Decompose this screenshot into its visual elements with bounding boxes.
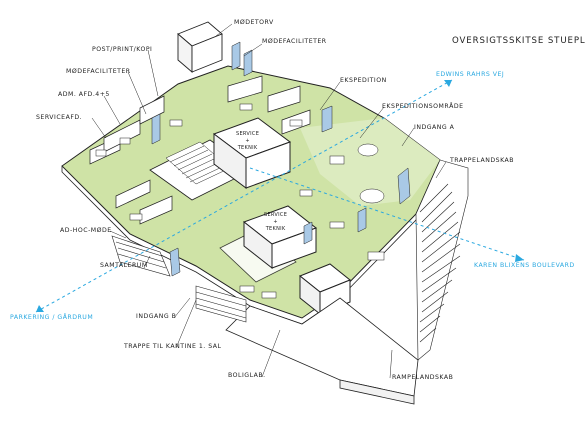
page-title: OVERSIGTSSKITSE STUEPLAN [452, 36, 586, 46]
box-label-service-2: SERVICE + TEKNIK [264, 212, 287, 233]
glass-panels [151, 41, 411, 277]
label-rampelandskab: RAMPELANDSKAB [392, 374, 454, 381]
box-label-service-1-line2: TEKNIK [237, 145, 258, 151]
label-ekspeditionsomraade: EKSPEDITIONSOMRÅDE [382, 103, 464, 110]
street-label-karen-blixens-boulevard: KAREN BLIXENS BOULEVARD [474, 262, 575, 269]
stair-inner [165, 141, 231, 185]
label-indgang-a: INDGANG A [414, 124, 455, 131]
box-label-service-2-sep: + [273, 219, 278, 225]
box-label-service-2-line2: TEKNIK [265, 226, 286, 232]
street-label-edwins-rahrs-vej: EDWINS RAHRS VEJ [436, 71, 505, 78]
label-moedefaciliteter-left: MØDEFACILITETER [66, 68, 131, 75]
street-arrowheads [36, 80, 524, 312]
label-boliglab: BOLIGLAB. [228, 372, 266, 379]
furniture-marks [95, 103, 385, 299]
box-label-service-1-sep: + [245, 138, 250, 144]
ramp-landscape [225, 297, 419, 405]
label-adm-afd: ADM. AFD.4+5 [58, 91, 110, 98]
label-moedetorv: MØDETORV [234, 19, 274, 26]
stair-landscape [415, 159, 469, 361]
meeting-tower [177, 21, 223, 73]
label-indgang-b: INDGANG B [136, 313, 177, 320]
label-trappe-til-kantine: TRAPPE TIL KANTINE 1. SAL [124, 343, 222, 350]
label-samtalerum: SAMTALERUM [100, 262, 148, 269]
box-label-service-1-line1: SERVICE [236, 131, 260, 137]
box-label-service-2-line1: SERVICE [264, 212, 288, 218]
label-serviceafd: SERVICEAFD. [36, 114, 83, 121]
leader-lines [91, 23, 447, 379]
boliglab-box [299, 263, 351, 316]
stair-left [111, 235, 247, 323]
street-label-parkering: PARKERING / GÅRDRUM [10, 314, 94, 321]
label-trappelandskab: TRAPPELANDSKAB [450, 157, 515, 164]
box-label-service-1: SERVICE + TEKNIK [236, 131, 259, 152]
label-ad-hoc-moede: AD-HOC-MØDE [60, 227, 112, 234]
service-box-1 [212, 117, 292, 189]
label-moedefaciliteter-top: MØDEFACILITETER [262, 38, 327, 45]
label-ekspedition: EKSPEDITION [340, 77, 387, 84]
street-axis-lines [35, 79, 525, 313]
label-post-print-kopi: POST/PRINT/KOPI [92, 46, 153, 53]
